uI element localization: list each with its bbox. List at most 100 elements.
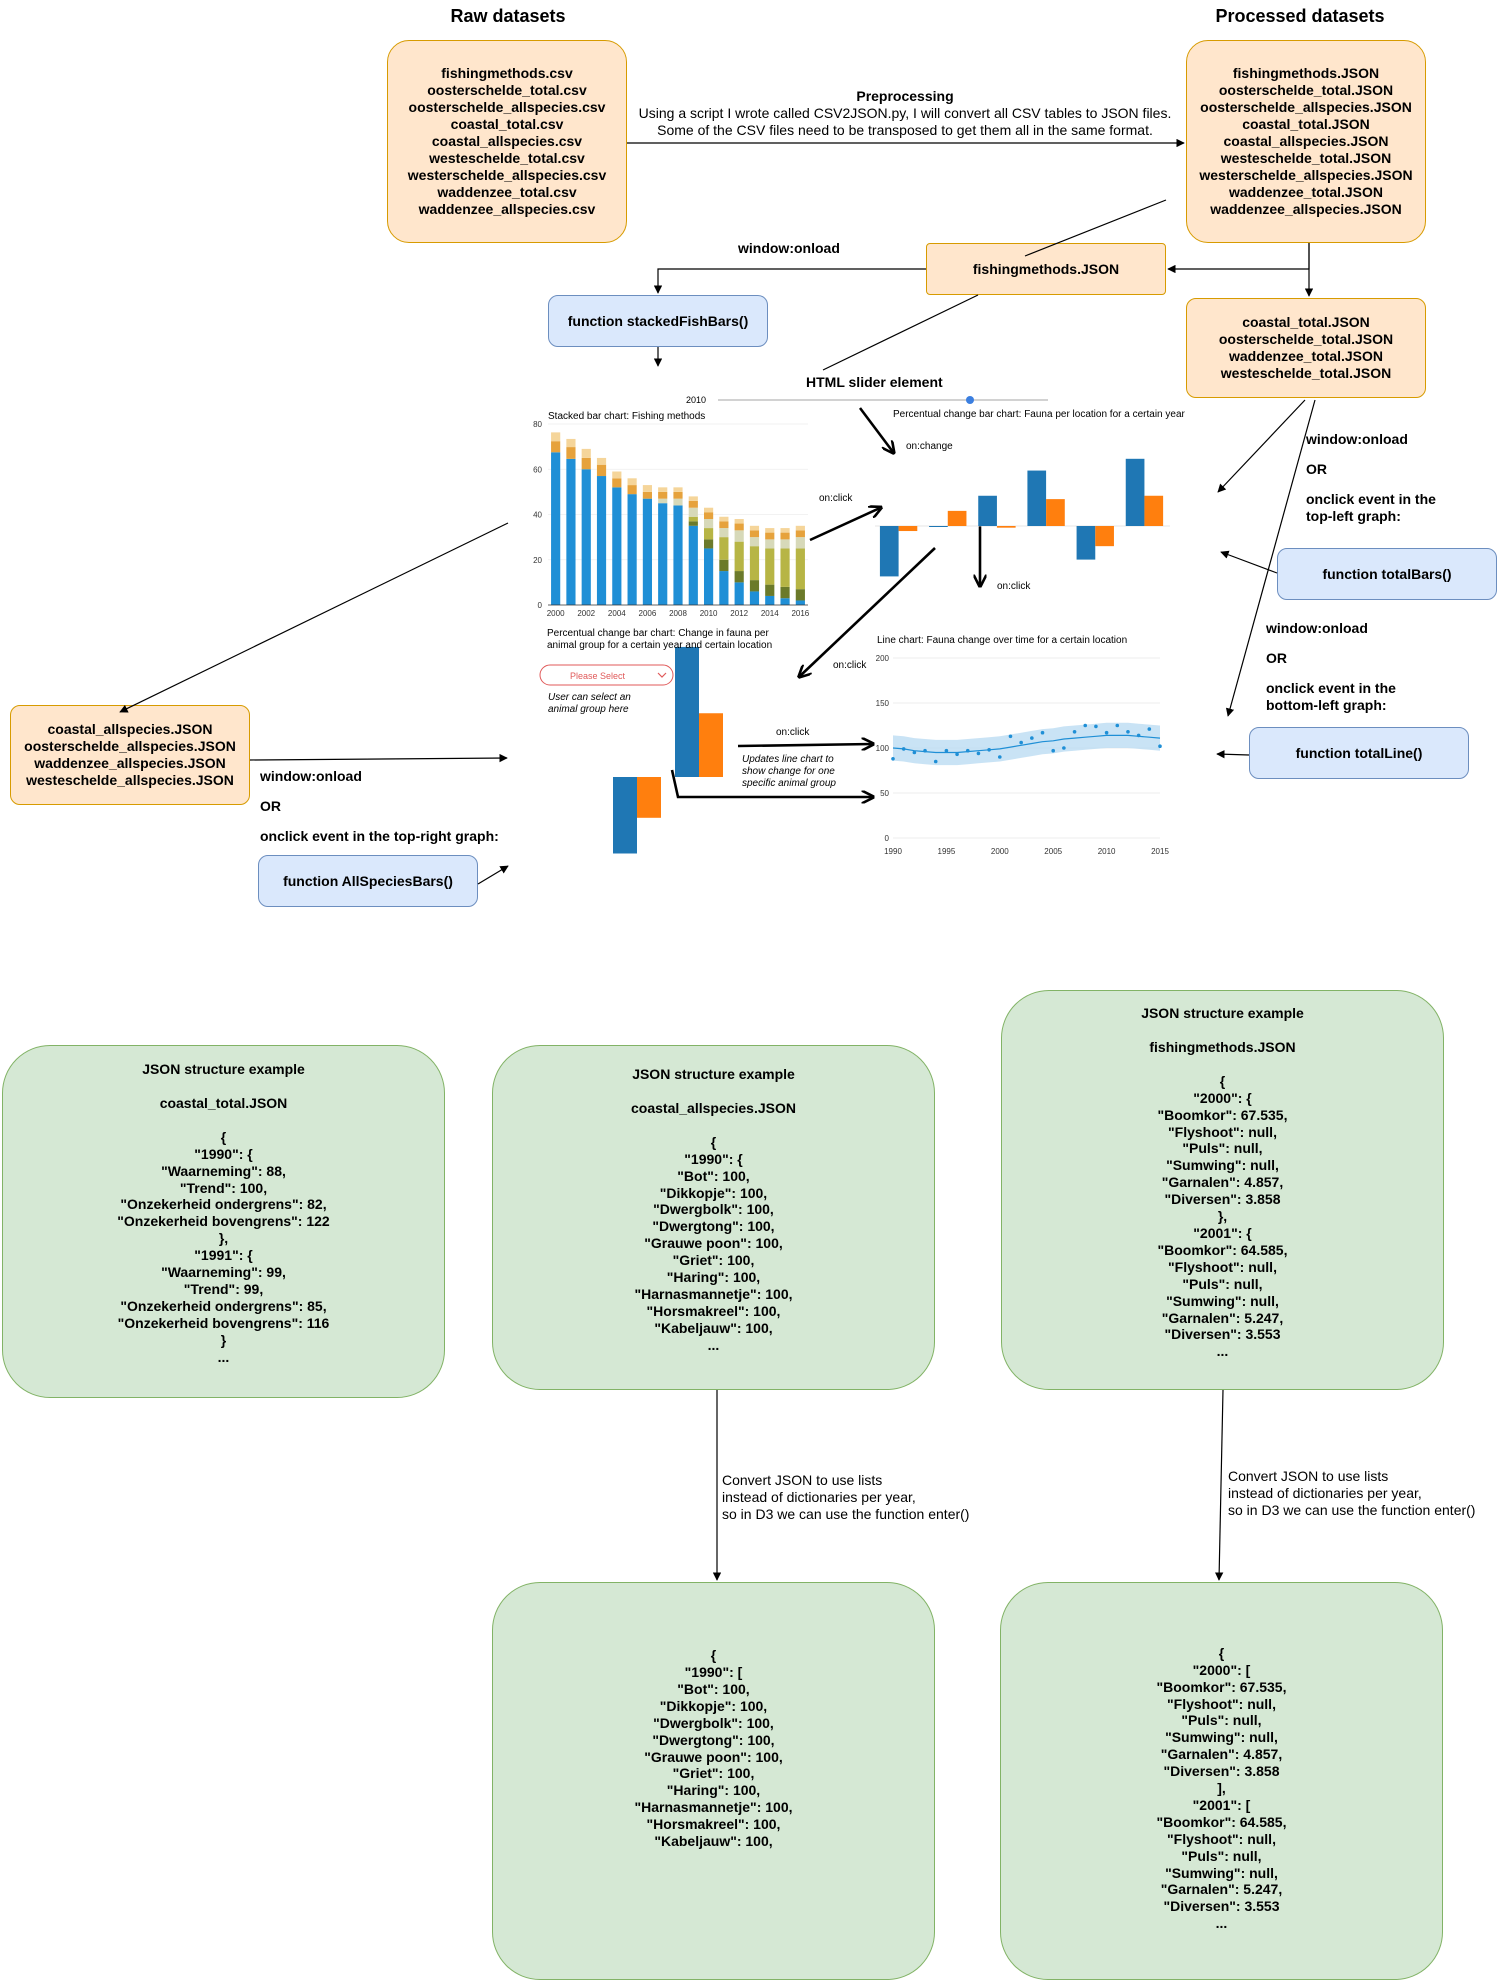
line-data-point	[1072, 730, 1077, 734]
stacked-bar-segment	[704, 519, 714, 529]
line-trend	[892, 734, 1161, 754]
json-example-coastal-total: JSON structure example coastal_total.JSO…	[2, 1045, 445, 1398]
stacked-bar-segment	[566, 447, 576, 459]
stacked-bar-segment	[627, 478, 637, 486]
stacked-bar-segment	[688, 507, 698, 517]
stacked-bar-segment	[765, 528, 775, 533]
stacked-bar-segment	[795, 537, 805, 549]
convert-note-line-1: Convert JSON to use lists	[1228, 1468, 1389, 1484]
stacked-x-tick-label: 2016	[791, 609, 809, 618]
raw-datasets-heading: Raw datasets	[450, 6, 566, 26]
stacked-bar-segment	[673, 487, 683, 492]
pct-bar	[1076, 526, 1096, 560]
stacked-bar-segment	[795, 600, 805, 605]
stacked-bar-segment	[612, 487, 622, 605]
json-example-coastal-allspecies: JSON structure example coastal_allspecie…	[492, 1045, 935, 1390]
stacked-bar-segment	[749, 580, 760, 592]
stacked-bar-segment	[642, 498, 652, 605]
line-data-point	[998, 755, 1002, 759]
animal-bar	[637, 777, 661, 818]
line-data-point	[912, 750, 917, 755]
animal-chart-title-line-2: animal group for a certain year and cert…	[547, 640, 773, 651]
total-line-function-label: function totalLine()	[1295, 744, 1423, 761]
animal-group-select[interactable]: Please Select	[539, 664, 674, 686]
processed-datasets-heading: Processed datasets	[1215, 6, 1385, 26]
arrow-allspecies-box-from-chart	[119, 522, 509, 713]
slider-thumb[interactable]	[966, 396, 974, 404]
right-bottom-trigger-line-a: window:onload	[1266, 620, 1368, 636]
animal-chart-title-line-1: Percentual change bar chart: Change in f…	[547, 628, 769, 639]
line-data-point	[891, 757, 895, 761]
stacked-bar-segment	[596, 457, 607, 465]
stacked-bar-segment	[688, 496, 698, 501]
stacked-bar-segment	[566, 438, 576, 448]
arrow-processed-to-fishingmethods	[1167, 243, 1310, 274]
stacked-bar-segment	[749, 546, 760, 581]
line-data-point	[1115, 723, 1120, 728]
animal-bar	[613, 777, 637, 854]
update-note-line-1: Updates line chart to	[742, 754, 834, 765]
json-example-fishingmethods: JSON structure example fishingmethods.JS…	[1001, 990, 1444, 1390]
line-data-point	[933, 759, 938, 764]
stacked-bar-segment	[704, 539, 714, 549]
right-bottom-trigger-line-d: bottom-left graph:	[1266, 697, 1387, 713]
line-data-point	[965, 748, 970, 753]
line-fishing-to-processed	[1024, 199, 1167, 257]
stacked-bar-segment	[673, 491, 683, 499]
stacked-bar-segment	[780, 532, 790, 540]
stacked-bar-segment	[765, 532, 775, 540]
animal-select-box[interactable]	[539, 664, 674, 686]
line-data-point	[1040, 730, 1045, 735]
raw-file-name: coastal_total.csv	[450, 116, 564, 132]
animal-bar	[675, 646, 699, 777]
right-top-trigger-line-c: onclick event in the	[1306, 491, 1436, 507]
total-line-function-box: function totalLine()	[1249, 727, 1469, 779]
arrow-fishingmethods-to-stacked	[653, 268, 926, 294]
line-data-point	[923, 748, 927, 753]
processed-file-name: coastal_total.JSON	[1242, 116, 1370, 132]
stacked-bar-segment	[627, 485, 637, 495]
stacked-bar-segment	[688, 516, 698, 522]
stacked-bar-segment	[765, 548, 775, 585]
stacked-bar-segment	[581, 448, 591, 458]
pct-change-bar-chart[interactable]	[875, 458, 1170, 577]
stacked-bar-segment	[719, 537, 729, 560]
stacked-y-tick-label: 80	[533, 420, 542, 429]
json-example-title: JSON structure example	[632, 1066, 795, 1082]
processed-file-name: oosterschelde_total.JSON	[1218, 82, 1394, 98]
line-data-point	[944, 748, 949, 753]
update-note-line-2: show change for one	[742, 766, 835, 777]
update-note: Updates line chart to show change for on…	[742, 754, 836, 790]
html-slider[interactable]: 2010	[686, 395, 1048, 405]
arrow-convert-fishing	[1214, 1389, 1224, 1581]
animal-bar	[699, 713, 723, 777]
line-data-point	[1147, 727, 1152, 731]
animal-group-bar-chart[interactable]	[613, 646, 723, 854]
stacked-bar-segment	[581, 469, 591, 605]
raw-file-name: westerschelde_allspecies.csv	[407, 167, 607, 183]
arrow-totalline-to-chart	[1216, 750, 1250, 759]
preprocessing-title: Preprocessing	[856, 88, 954, 104]
stacked-bar-segment	[780, 539, 790, 549]
converted-json-fishing: { "2000": [ "Boomkor": 67.535, "Flyshoot…	[1000, 1582, 1443, 1980]
stacked-x-tick-label: 2012	[730, 609, 748, 618]
stacked-bar-segment	[642, 485, 652, 492]
stacked-bar-segment	[749, 530, 760, 538]
arrow-totalbars-to-chart	[1220, 550, 1278, 574]
line-y-tick-label: 0	[885, 834, 890, 843]
json-example-title: JSON structure example	[1141, 1005, 1304, 1021]
stacked-bar-segment	[704, 548, 714, 605]
allspecies-file-name: coastal_allspecies.JSON	[47, 721, 213, 737]
line-x-tick-label: 2005	[1044, 847, 1062, 856]
stacked-x-tick-label: 2000	[547, 609, 565, 618]
raw-file-name: waddenzee_total.csv	[437, 184, 577, 200]
stacked-bar-segment	[612, 471, 622, 479]
arrow-slider-onchange	[858, 407, 893, 452]
convert-note-line-2: instead of dictionaries per year,	[1228, 1485, 1422, 1501]
stacked-x-tick-label: 2002	[577, 609, 595, 618]
